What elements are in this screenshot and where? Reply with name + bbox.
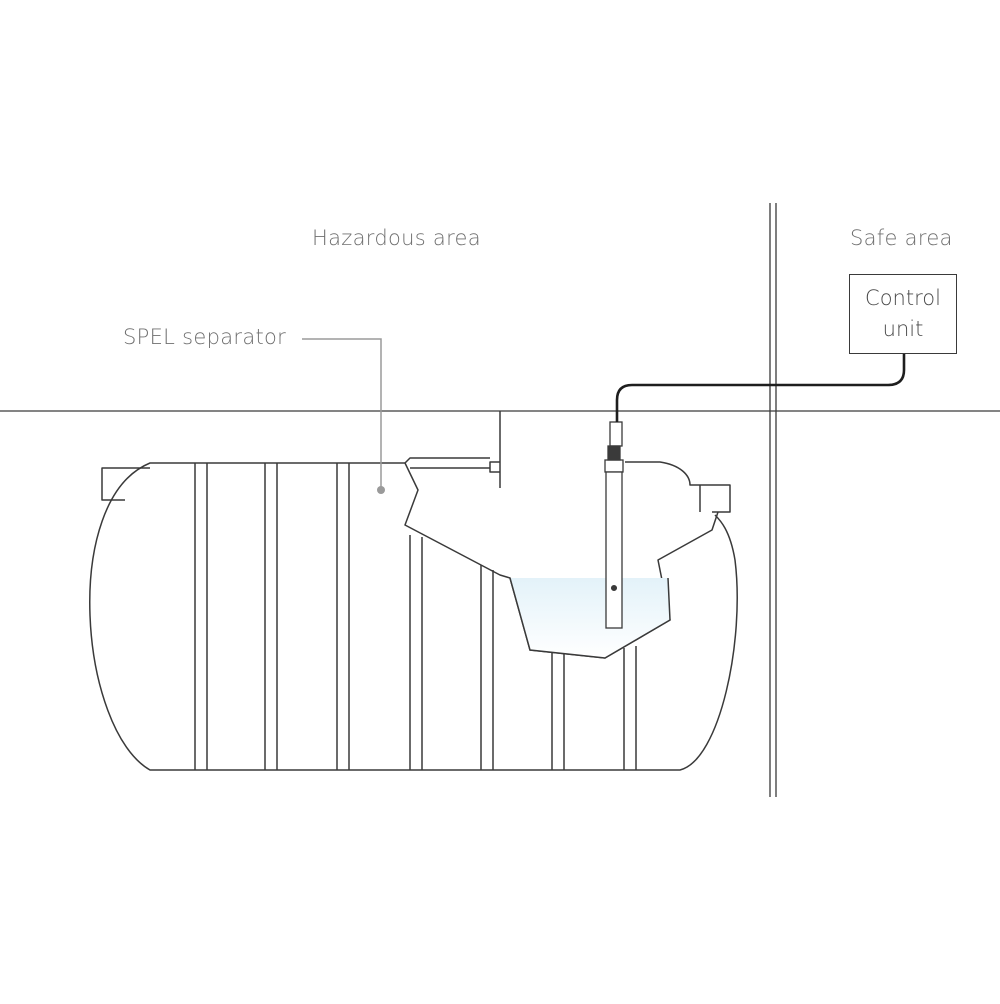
control-unit-label: Control unit xyxy=(865,286,941,341)
hazardous-area-label: Hazardous area xyxy=(312,226,481,250)
control-unit: Control unit xyxy=(849,274,957,354)
area-divider xyxy=(769,203,777,797)
liquid-outline xyxy=(509,577,671,659)
liquid-fill xyxy=(510,578,670,658)
level-sensor xyxy=(604,421,624,629)
separator-leader-dot xyxy=(377,486,385,494)
separator-tank xyxy=(89,411,738,771)
safe-area-label: Safe area xyxy=(850,226,953,250)
separator-label: SPEL separator xyxy=(123,325,287,349)
sensor-cable xyxy=(615,354,906,422)
separator-leader xyxy=(302,338,382,490)
